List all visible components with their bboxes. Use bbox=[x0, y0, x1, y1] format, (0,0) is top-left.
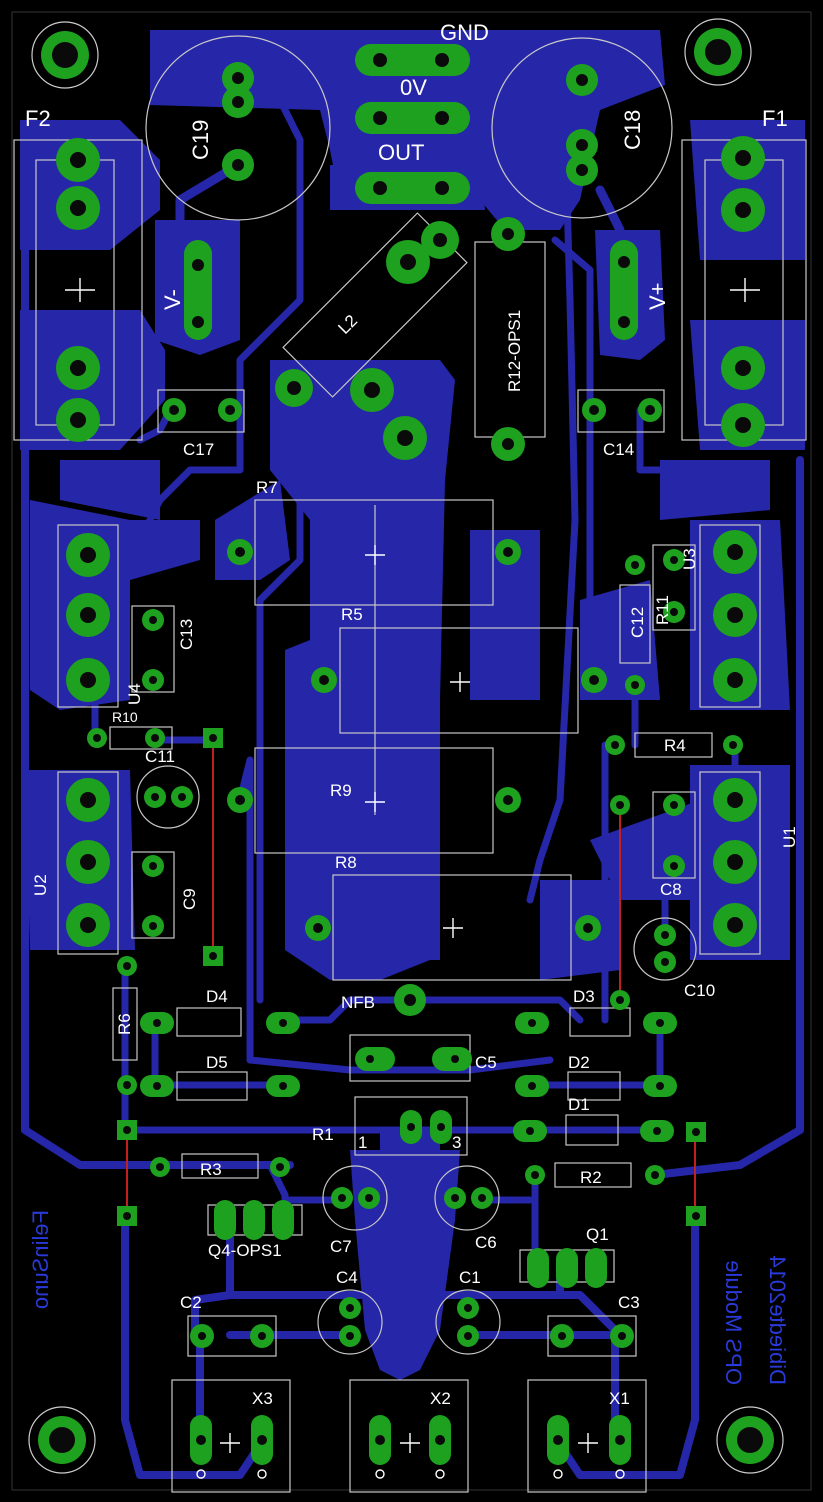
label-c6: C6 bbox=[475, 1233, 497, 1252]
label-r5: R5 bbox=[341, 605, 363, 624]
label-d1: D1 bbox=[568, 1095, 590, 1114]
label-f2: F2 bbox=[25, 106, 51, 131]
label-q1: Q1 bbox=[586, 1225, 609, 1244]
label-d3: D3 bbox=[573, 987, 595, 1006]
label-c11: C11 bbox=[145, 747, 175, 766]
label-d4: D4 bbox=[206, 987, 228, 1006]
label-out: OUT bbox=[378, 140, 424, 165]
label-r6: R6 bbox=[115, 1013, 134, 1035]
silkscreen-layer bbox=[13, 35, 807, 1493]
label-x3: X3 bbox=[252, 1389, 273, 1408]
label-r2: R2 bbox=[580, 1168, 602, 1187]
mounting-hole bbox=[31, 21, 99, 89]
label-v-minus: V- bbox=[160, 289, 185, 310]
label-c17: C17 bbox=[183, 440, 214, 459]
label-c1: C1 bbox=[459, 1268, 481, 1287]
label-r1: R1 bbox=[312, 1125, 334, 1144]
label-x1: X1 bbox=[609, 1389, 630, 1408]
label-c18: C18 bbox=[620, 110, 645, 150]
label-x2: X2 bbox=[430, 1389, 451, 1408]
label-l2: L2 bbox=[334, 311, 361, 338]
label-u4: U4 bbox=[125, 683, 144, 705]
label-u1: U1 bbox=[780, 826, 799, 848]
label-r9: R9 bbox=[330, 781, 352, 800]
label-c8: C8 bbox=[660, 880, 682, 899]
label-0v: 0V bbox=[400, 75, 427, 100]
label-c4: C4 bbox=[336, 1268, 358, 1287]
label-r10: R10 bbox=[112, 709, 138, 725]
label-nfb: NFB bbox=[341, 993, 375, 1012]
label-u2: U2 bbox=[31, 874, 50, 896]
author-text: FelinSuno bbox=[28, 1210, 53, 1309]
label-v-plus: V+ bbox=[645, 282, 670, 310]
label-c14: C14 bbox=[603, 440, 634, 459]
label-gnd: GND bbox=[440, 20, 489, 45]
label-c2: C2 bbox=[180, 1293, 202, 1312]
label-c7: C7 bbox=[330, 1237, 352, 1256]
label-u3: U3 bbox=[680, 548, 699, 570]
mounting-hole bbox=[684, 18, 752, 86]
label-c13: C13 bbox=[177, 619, 196, 650]
label-c3: C3 bbox=[618, 1293, 640, 1312]
label-layer: GND 0V OUT F2 F1 C19 C18 V- V+ L2 R12-OP… bbox=[25, 20, 799, 1408]
label-r8: R8 bbox=[335, 853, 357, 872]
label-d5: D5 bbox=[206, 1053, 228, 1072]
board-outline bbox=[11, 11, 812, 1491]
label-c19: C19 bbox=[188, 120, 213, 160]
label-r11: R11 bbox=[653, 595, 672, 625]
signature-text: Dibiedte2014 bbox=[765, 1255, 790, 1385]
mounting-hole bbox=[28, 1406, 96, 1474]
label-f1: F1 bbox=[762, 106, 788, 131]
pad-layer bbox=[56, 44, 765, 1465]
label-r3: R3 bbox=[200, 1160, 222, 1179]
bottom-copper-text: FelinSuno OPS Module Dibiedte2014 bbox=[28, 1210, 790, 1385]
module-title-text: OPS Module bbox=[721, 1260, 746, 1385]
label-r7: R7 bbox=[256, 478, 278, 497]
label-c12: C12 bbox=[628, 607, 647, 638]
label-q4: Q4-OPS1 bbox=[208, 1241, 282, 1260]
label-r1-pin1: 1 bbox=[358, 1133, 367, 1152]
label-d2: D2 bbox=[568, 1053, 590, 1072]
mounting-hole bbox=[716, 1406, 784, 1474]
mounting-holes bbox=[28, 18, 784, 1474]
label-r1-pin3: 3 bbox=[452, 1133, 461, 1152]
label-c10: C10 bbox=[684, 981, 715, 1000]
label-c9: C9 bbox=[180, 888, 199, 910]
label-c5: C5 bbox=[475, 1053, 497, 1072]
label-r4: R4 bbox=[664, 736, 686, 755]
label-r12: R12-OPS1 bbox=[505, 310, 524, 392]
jumper-layer bbox=[126, 738, 696, 1218]
